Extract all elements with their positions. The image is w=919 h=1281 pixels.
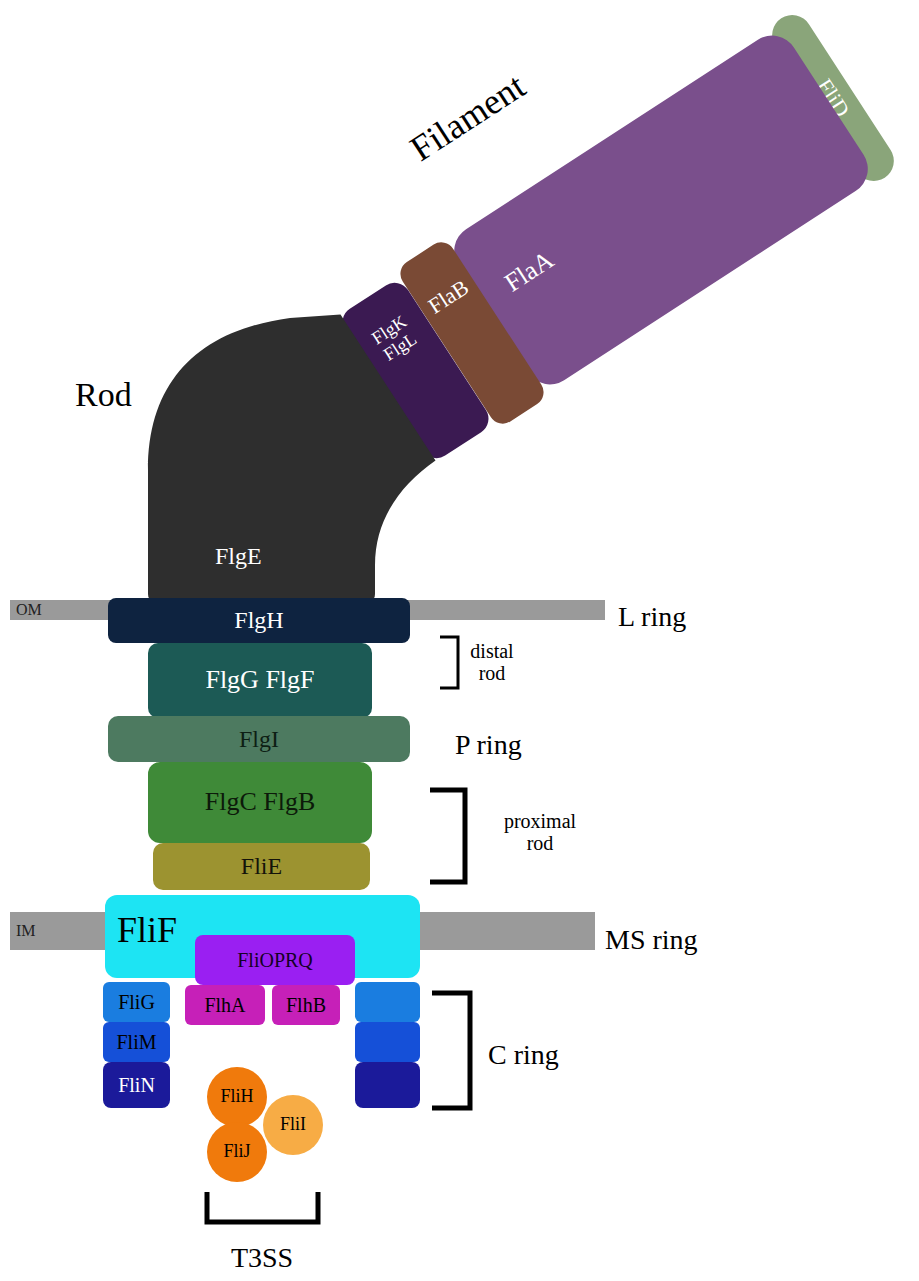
membrane-label: IM [16, 922, 36, 940]
export-protein: FlhA [185, 985, 265, 1025]
atpase-circle: FliJ [207, 1122, 267, 1182]
c-ring-protein: FliM [103, 1022, 170, 1062]
part-name: FlgG FlgF [205, 666, 314, 695]
bracket-label: distal rod [457, 640, 527, 684]
rod-protein: FlgC FlgB [148, 762, 372, 843]
part-name: FlaA [500, 246, 559, 298]
part-name: FlgC FlgB [205, 788, 316, 817]
bracket-label: proximal rod [490, 810, 590, 854]
part-name: FliI [280, 1115, 306, 1135]
structure-label: P ring [455, 730, 522, 761]
bracket [440, 637, 458, 688]
bracket [432, 993, 470, 1108]
part-name: FliG [118, 991, 155, 1013]
structure-label: L ring [618, 602, 686, 633]
ring-protein: FlgH [108, 598, 410, 643]
part-name: FliJ [223, 1142, 250, 1162]
structure-label: Rod [75, 376, 132, 413]
rod-protein: FlgG FlgF [148, 643, 372, 718]
part-name: FliN [118, 1074, 155, 1096]
atpase-circle: FliI [263, 1095, 323, 1155]
ms-ring: FliF FliOPRQ [105, 895, 420, 978]
atpase-circle: FliH [207, 1067, 267, 1127]
hook-shape [148, 314, 436, 600]
ring-protein: FlgI [108, 716, 410, 762]
c-ring-protein: FliN [103, 1062, 170, 1108]
structure-label: Filament [404, 67, 533, 170]
part-name: FliF [117, 911, 177, 951]
hook-rod: FlgE [140, 305, 450, 605]
c-ring-segment [355, 982, 420, 1022]
part-name: FlhB [286, 994, 326, 1016]
c-ring-segment [355, 1062, 420, 1108]
part-name: FlgI [239, 726, 279, 752]
export-gate: FliOPRQ [195, 935, 355, 985]
part-name: FlgH [234, 607, 283, 633]
c-ring-protein: FliG [103, 982, 170, 1022]
bracket-label: C ring [488, 1040, 559, 1071]
bracket [430, 790, 465, 882]
export-protein: FlhB [272, 985, 340, 1025]
hook-outline [140, 305, 450, 605]
part-name: FliOPRQ [237, 949, 313, 971]
membrane-label: OM [16, 601, 42, 619]
part-name: FlgE [215, 543, 262, 569]
rod-protein: FliE [153, 843, 370, 890]
part-name: FlhA [204, 994, 245, 1016]
part-name: FlaB [424, 275, 473, 319]
part-name: FliE [241, 853, 282, 879]
structure-label: MS ring [605, 925, 698, 956]
part-name: FliH [220, 1087, 253, 1107]
c-ring-segment [355, 1022, 420, 1062]
part-name: FliM [116, 1031, 156, 1053]
bracket-label: T3SS [231, 1243, 293, 1274]
bracket [207, 1192, 318, 1222]
